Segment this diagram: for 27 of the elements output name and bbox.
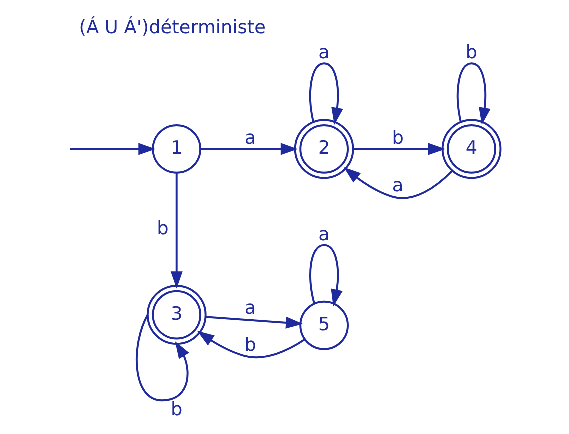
arrow xyxy=(309,62,343,125)
arrow xyxy=(170,173,182,289)
edge-label: a xyxy=(244,128,256,150)
arrow xyxy=(456,62,490,125)
arrow xyxy=(309,244,342,307)
edge-label: b xyxy=(156,218,168,240)
node-circle: 5 xyxy=(299,300,348,350)
edge-label: b xyxy=(392,128,404,150)
edge-label: b xyxy=(244,334,256,356)
edge-label: a xyxy=(318,224,330,246)
arrow xyxy=(70,143,156,156)
diagram-title: (Á U Á')déterministe xyxy=(78,18,266,39)
edge-label: b xyxy=(465,42,478,64)
edge-label: a xyxy=(318,42,330,64)
arrow xyxy=(196,331,306,359)
arrow xyxy=(343,167,452,200)
node-circle: 4 xyxy=(441,119,502,180)
edge-label: a xyxy=(244,298,256,320)
node-circle: 1 xyxy=(152,124,202,174)
node-circle: 2 xyxy=(294,119,354,180)
node-circle: 3 xyxy=(146,285,206,346)
edge-label: a xyxy=(392,176,404,197)
arrow xyxy=(200,143,298,156)
edge-label: b xyxy=(170,399,182,420)
arrow xyxy=(135,314,189,402)
arrow xyxy=(205,316,303,329)
arrow xyxy=(353,143,446,156)
